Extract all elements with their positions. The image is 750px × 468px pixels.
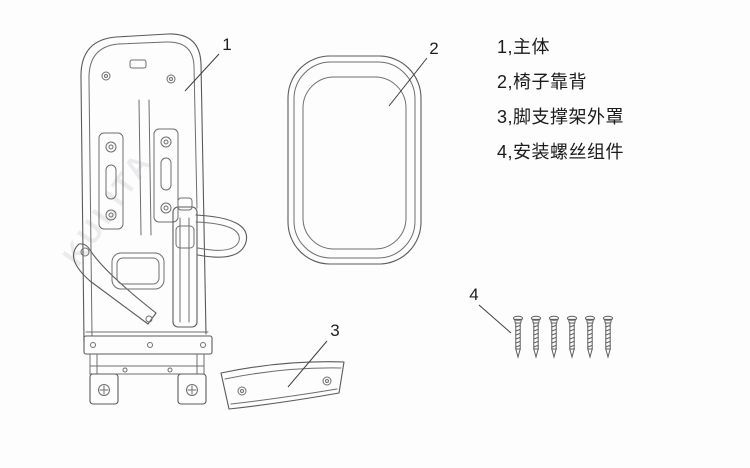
callout-2: 2 [429,39,438,58]
screw-icon [566,315,578,358]
screw-icon [548,315,560,358]
backrest-drawing [287,55,422,265]
screw-icon [584,315,596,358]
callout-3: 3 [330,321,339,340]
legend-item-1: 1,主体 [497,37,551,57]
legend: 1,主体 2,椅子靠背 3,脚支撑架外罩 4,安装螺丝组件 [497,30,624,170]
callout-1: 1 [222,35,231,54]
screw-icon [530,315,542,358]
legend-item-2: 2,椅子靠背 [497,72,588,92]
foot-cover-drawing [220,361,345,410]
screw-set [512,315,614,358]
main-body-drawing [72,33,248,405]
screw-icon [512,315,524,358]
callout-4: 4 [469,285,478,304]
legend-item-4: 4,安装螺丝组件 [497,142,625,162]
leader-lines [184,53,512,388]
screw-icon [602,315,614,358]
legend-item-3: 3,脚支撑架外罩 [497,107,625,127]
